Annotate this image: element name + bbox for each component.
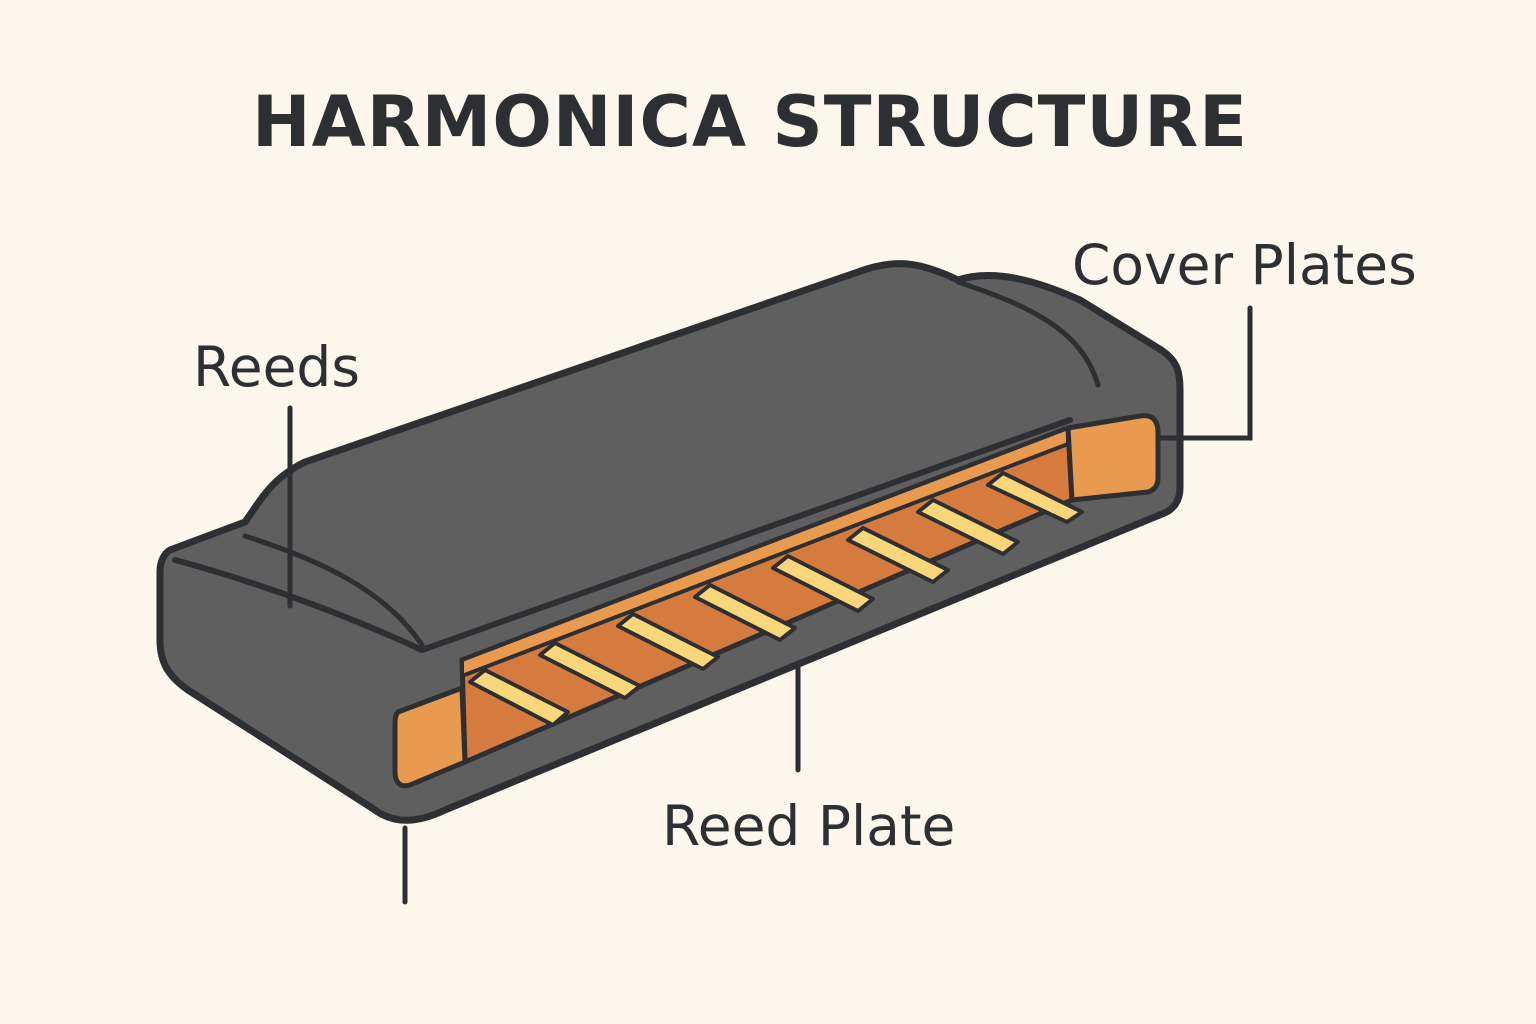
label-reeds: Reeds (193, 335, 360, 399)
reed-3 (616, 612, 720, 671)
cover-plate-fold-left (242, 533, 425, 648)
reed-5 (771, 554, 875, 613)
diagram-title: HARMONICA STRUCTURE (252, 81, 1248, 163)
cover-plate-edge-front (419, 417, 1073, 653)
reed-8 (986, 471, 1084, 524)
leader-lines (287, 305, 1253, 905)
reed-6 (846, 526, 950, 584)
reed-2 (538, 641, 642, 700)
reeds (468, 471, 1084, 727)
harmonica-body (156, 260, 1184, 824)
cover-plate-edge-left (172, 557, 425, 653)
reed-1 (468, 668, 570, 727)
cover-plate-fold-right (955, 279, 1101, 388)
comb-end-right-shape (1065, 413, 1161, 503)
leader-cover-plates (1157, 305, 1253, 441)
harmonica (156, 260, 1184, 824)
reed-7 (916, 498, 1020, 556)
label-reed-plate: Reed Plate (662, 794, 955, 858)
comb-end-left-shape (392, 685, 468, 789)
label-cover-plates: Cover Plates (1072, 233, 1417, 297)
reed-4 (693, 583, 797, 642)
